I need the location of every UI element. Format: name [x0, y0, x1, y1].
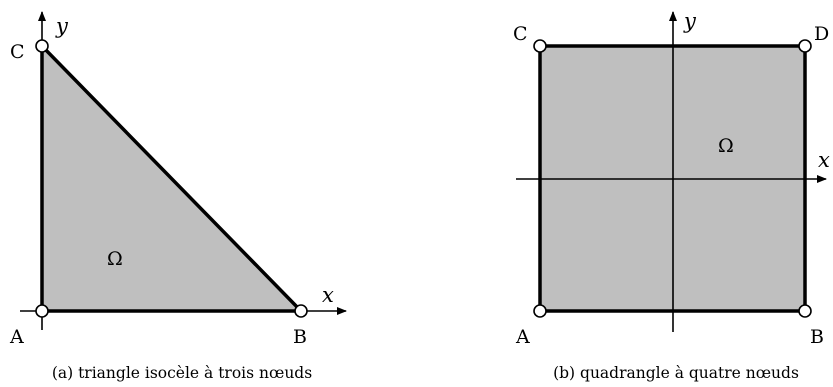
panel-b-node-a-label: A — [515, 326, 530, 348]
panel-b-node-b — [798, 304, 812, 318]
panel-a-x-axis-label: x — [322, 283, 334, 307]
panel-b-node-d-label: D — [814, 23, 829, 45]
panel-a-node-c — [35, 39, 49, 53]
panel-b-caption: (b) quadrangle à quatre nœuds — [553, 364, 799, 382]
panel-a-node-c-label: C — [10, 41, 25, 63]
panel-b-x-axis-label: x — [818, 148, 830, 172]
panel-a-node-b-label: B — [293, 326, 307, 348]
panel-a-node-b — [294, 304, 308, 318]
panel-a-node-a-label: A — [9, 326, 24, 348]
panel-b-y-axis-label: y — [683, 9, 697, 33]
panel-a-caption: (a) triangle isocèle à trois nœuds — [52, 364, 312, 382]
panel-a-y-axis-label: y — [55, 14, 69, 38]
panel-b-node-a — [533, 304, 547, 318]
panel-b-region-label: Ω — [718, 135, 734, 157]
panel-a-triangle: A B C x y Ω (a) triangle isocèle à trois… — [9, 11, 347, 382]
panel-b-quadrangle: A B C D x y Ω (b) quadrangle à quatre nœ… — [513, 9, 830, 382]
panel-b-node-c-label: C — [513, 23, 528, 45]
panel-a-node-a — [35, 304, 49, 318]
triangle-edges — [40, 41, 306, 313]
quadrangle-edges — [538, 44, 807, 313]
panel-b-node-d — [798, 39, 812, 53]
panel-b-node-c — [533, 39, 547, 53]
panel-b-node-b-label: B — [810, 326, 824, 348]
panel-a-region-label: Ω — [107, 248, 123, 270]
